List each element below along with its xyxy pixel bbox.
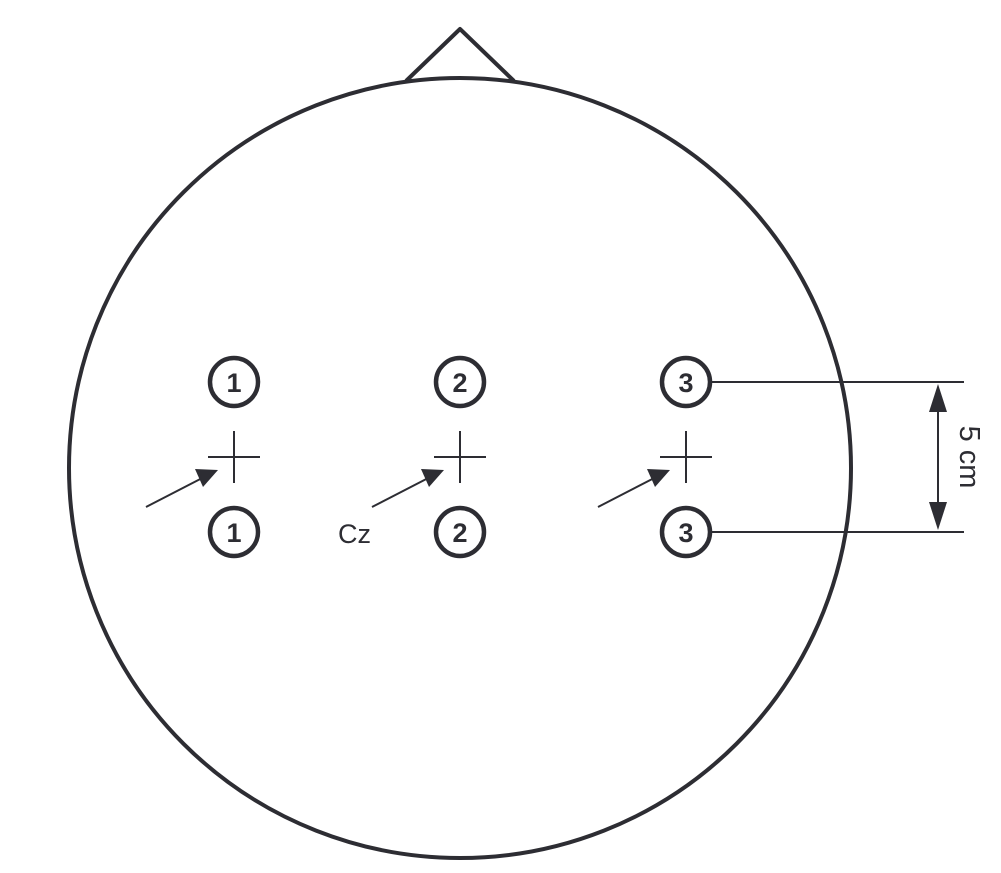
- svg-text:2: 2: [452, 368, 467, 398]
- electrode-3-bottom: 3: [659, 505, 713, 559]
- pointer-arrow-3: [597, 469, 670, 508]
- dimension-double-arrow: [929, 384, 947, 530]
- electrode-2-top: 2: [433, 355, 487, 409]
- dimension-label-5cm: 5 cm: [953, 426, 985, 489]
- dimension-extension-lines: [712, 381, 964, 533]
- cz-label: Cz: [338, 519, 371, 549]
- electrode-3-top: 3: [659, 355, 713, 409]
- cross-marker-3: [660, 431, 712, 483]
- cross-marker-1: [208, 431, 260, 483]
- svg-text:3: 3: [678, 518, 693, 548]
- cross-marker-2-cz: [434, 431, 486, 483]
- svg-text:3: 3: [678, 368, 693, 398]
- electrode-1-bottom: 1: [207, 505, 261, 559]
- svg-text:2: 2: [452, 518, 467, 548]
- electrode-1-top: 1: [207, 355, 261, 409]
- pointer-arrow-1: [145, 469, 218, 508]
- nose-marker: [404, 27, 516, 83]
- svg-text:1: 1: [226, 368, 241, 398]
- pointer-arrow-2: [371, 469, 444, 508]
- electrode-2-bottom: 2: [433, 505, 487, 559]
- svg-text:1: 1: [226, 518, 241, 548]
